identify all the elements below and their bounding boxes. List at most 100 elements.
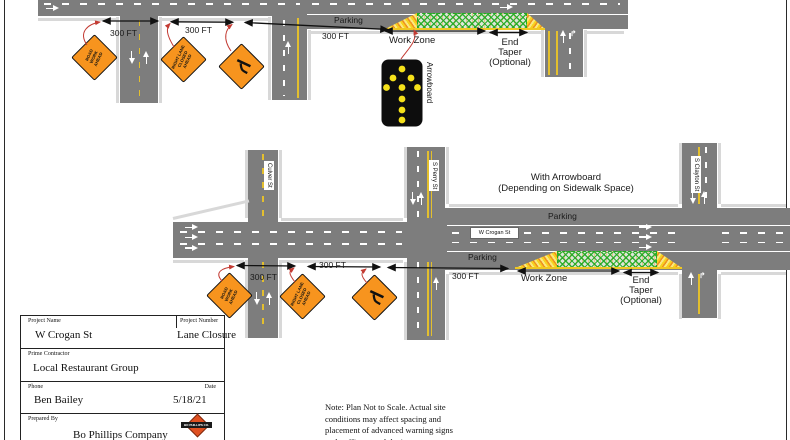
sidewalk bbox=[678, 143, 682, 204]
right-lane-closed-sign: RIGHT LANE CLOSED AHEAD bbox=[160, 36, 207, 83]
lane-arrow-right bbox=[500, 4, 513, 11]
project-name-label: Project Name bbox=[28, 318, 61, 324]
work-zone-label: Work Zone bbox=[389, 35, 436, 46]
title-separator bbox=[21, 348, 224, 349]
sidewalk bbox=[403, 147, 407, 218]
end-taper-line: (Optional) bbox=[489, 56, 531, 68]
sidewalk bbox=[281, 259, 403, 263]
lane-dashes bbox=[705, 147, 707, 204]
lane-arrow-right bbox=[184, 234, 198, 241]
lane-arrow-up bbox=[266, 292, 273, 305]
work-zone-taper-left bbox=[515, 251, 557, 268]
sidewalk bbox=[281, 217, 403, 221]
yellow-line bbox=[427, 262, 429, 336]
title-block: Project Name W Crogan St Project Number … bbox=[20, 315, 236, 440]
yellow-line bbox=[548, 31, 550, 75]
lane-arrow-right bbox=[46, 5, 59, 12]
work-zone-label: Work Zone bbox=[521, 273, 568, 284]
perry-st-north bbox=[407, 147, 445, 222]
end-taper-label: End Taper (Optional) bbox=[480, 38, 540, 67]
work-zone-baseline bbox=[385, 27, 545, 30]
dim-label-300ft: 300 FT bbox=[185, 25, 212, 35]
lane-arrow-right bbox=[638, 233, 652, 241]
sidewalk bbox=[115, 17, 119, 103]
project-name-value: W Crogan St bbox=[35, 329, 93, 341]
lane-arrow-down bbox=[253, 292, 260, 305]
phone-label: Phone bbox=[28, 384, 43, 390]
yellow-line bbox=[430, 262, 433, 336]
sidewalk bbox=[279, 150, 282, 218]
lane-dashes bbox=[417, 151, 419, 218]
title-row-prepared-by: Prepared By Bo Phillips Company BO PHILL… bbox=[21, 413, 224, 440]
street-label-culver: Culver St bbox=[264, 161, 274, 190]
sidewalk bbox=[584, 30, 587, 77]
yellow-centerline bbox=[138, 20, 141, 100]
end-taper-line: (Optional) bbox=[620, 294, 662, 306]
sidewalk bbox=[678, 273, 682, 319]
work-zone-taper-right bbox=[657, 251, 682, 268]
sidewalk bbox=[158, 17, 162, 103]
dim-label-300ft: 300 FT bbox=[250, 272, 277, 282]
heading-line: (Depending on Sidewalk Space) bbox=[498, 183, 634, 194]
yellow-line bbox=[556, 31, 558, 75]
work-zone-baseline bbox=[515, 266, 682, 269]
lane-arrow-up bbox=[285, 41, 292, 54]
title-row-phone-date: Phone Date Ben Bailey 5/18/21 bbox=[21, 382, 224, 413]
sidewalk bbox=[587, 30, 624, 34]
title-divider bbox=[176, 316, 177, 328]
work-zone-area bbox=[385, 13, 545, 30]
sidewalk bbox=[541, 30, 544, 77]
lane-dashes bbox=[452, 241, 677, 244]
title-row-project: Project Name W Crogan St Project Number … bbox=[21, 316, 236, 348]
yellow-centerline bbox=[262, 262, 264, 332]
yellow-line bbox=[427, 151, 429, 218]
sidewalk bbox=[162, 17, 268, 21]
end-taper-line: End bbox=[501, 37, 519, 48]
note-line: Note: Plan Not to Scale. Actual site bbox=[325, 402, 446, 412]
lane-arrow-up bbox=[560, 30, 567, 43]
parking-label-north: Parking bbox=[548, 211, 577, 221]
project-number-label: Project Number bbox=[180, 318, 219, 324]
lane-dashes bbox=[44, 3, 300, 5]
street-label-perry: S Perry St bbox=[429, 160, 439, 192]
project-number-value: Lane Closure bbox=[177, 329, 236, 341]
sidewalk bbox=[307, 30, 311, 100]
date-value: 5/18/21 bbox=[173, 394, 207, 406]
work-zone-hatch bbox=[557, 251, 657, 268]
turn-arrow: ↱ bbox=[570, 29, 577, 38]
title-separator bbox=[21, 413, 224, 414]
parking-label-south: Parking bbox=[468, 252, 497, 262]
lane-dashes bbox=[180, 231, 402, 233]
crogan-street-label: W Crogan St bbox=[470, 227, 519, 239]
lane-arrow-up bbox=[418, 192, 425, 205]
logo-band-text: BO PHILLIPS CO. bbox=[181, 422, 212, 428]
lane-arrow-right bbox=[184, 244, 198, 252]
sidewalk bbox=[267, 17, 271, 100]
sidewalk bbox=[403, 262, 407, 340]
lane-arrow-right bbox=[184, 224, 198, 231]
with-arrowboard-heading: With Arrowboard (Depending on Sidewalk S… bbox=[466, 172, 666, 194]
parking-lane-line bbox=[447, 224, 790, 226]
lane-dashes bbox=[722, 232, 786, 234]
lane-arrow-up bbox=[688, 272, 695, 285]
dim-label-300ft: 300 FT bbox=[322, 31, 349, 41]
end-taper-label: End Taper (Optional) bbox=[614, 276, 668, 305]
lane-arrow-down bbox=[128, 51, 135, 64]
merge-symbol-sign bbox=[351, 274, 398, 321]
lane-arrow-right bbox=[638, 244, 652, 251]
lane-dashes bbox=[417, 262, 419, 336]
lane-arrow-up bbox=[143, 51, 150, 64]
heading-line: With Arrowboard bbox=[530, 172, 602, 183]
title-separator bbox=[21, 381, 224, 382]
lane-arrow-up bbox=[433, 277, 440, 290]
sidewalk bbox=[38, 17, 116, 21]
prepared-by-value: Bo Phillips Company bbox=[73, 429, 168, 440]
title-row-contractor: Prime Contractor Local Restaurant Group bbox=[21, 349, 224, 381]
dim-label-300ft: 300 FT bbox=[110, 28, 137, 38]
dim-label-300ft: 300 FT bbox=[452, 271, 479, 281]
lane-arrow-right bbox=[638, 223, 652, 231]
end-taper-line: Taper bbox=[629, 284, 653, 296]
phone-value: Ben Bailey bbox=[34, 394, 84, 406]
lane-dashes bbox=[180, 243, 402, 245]
